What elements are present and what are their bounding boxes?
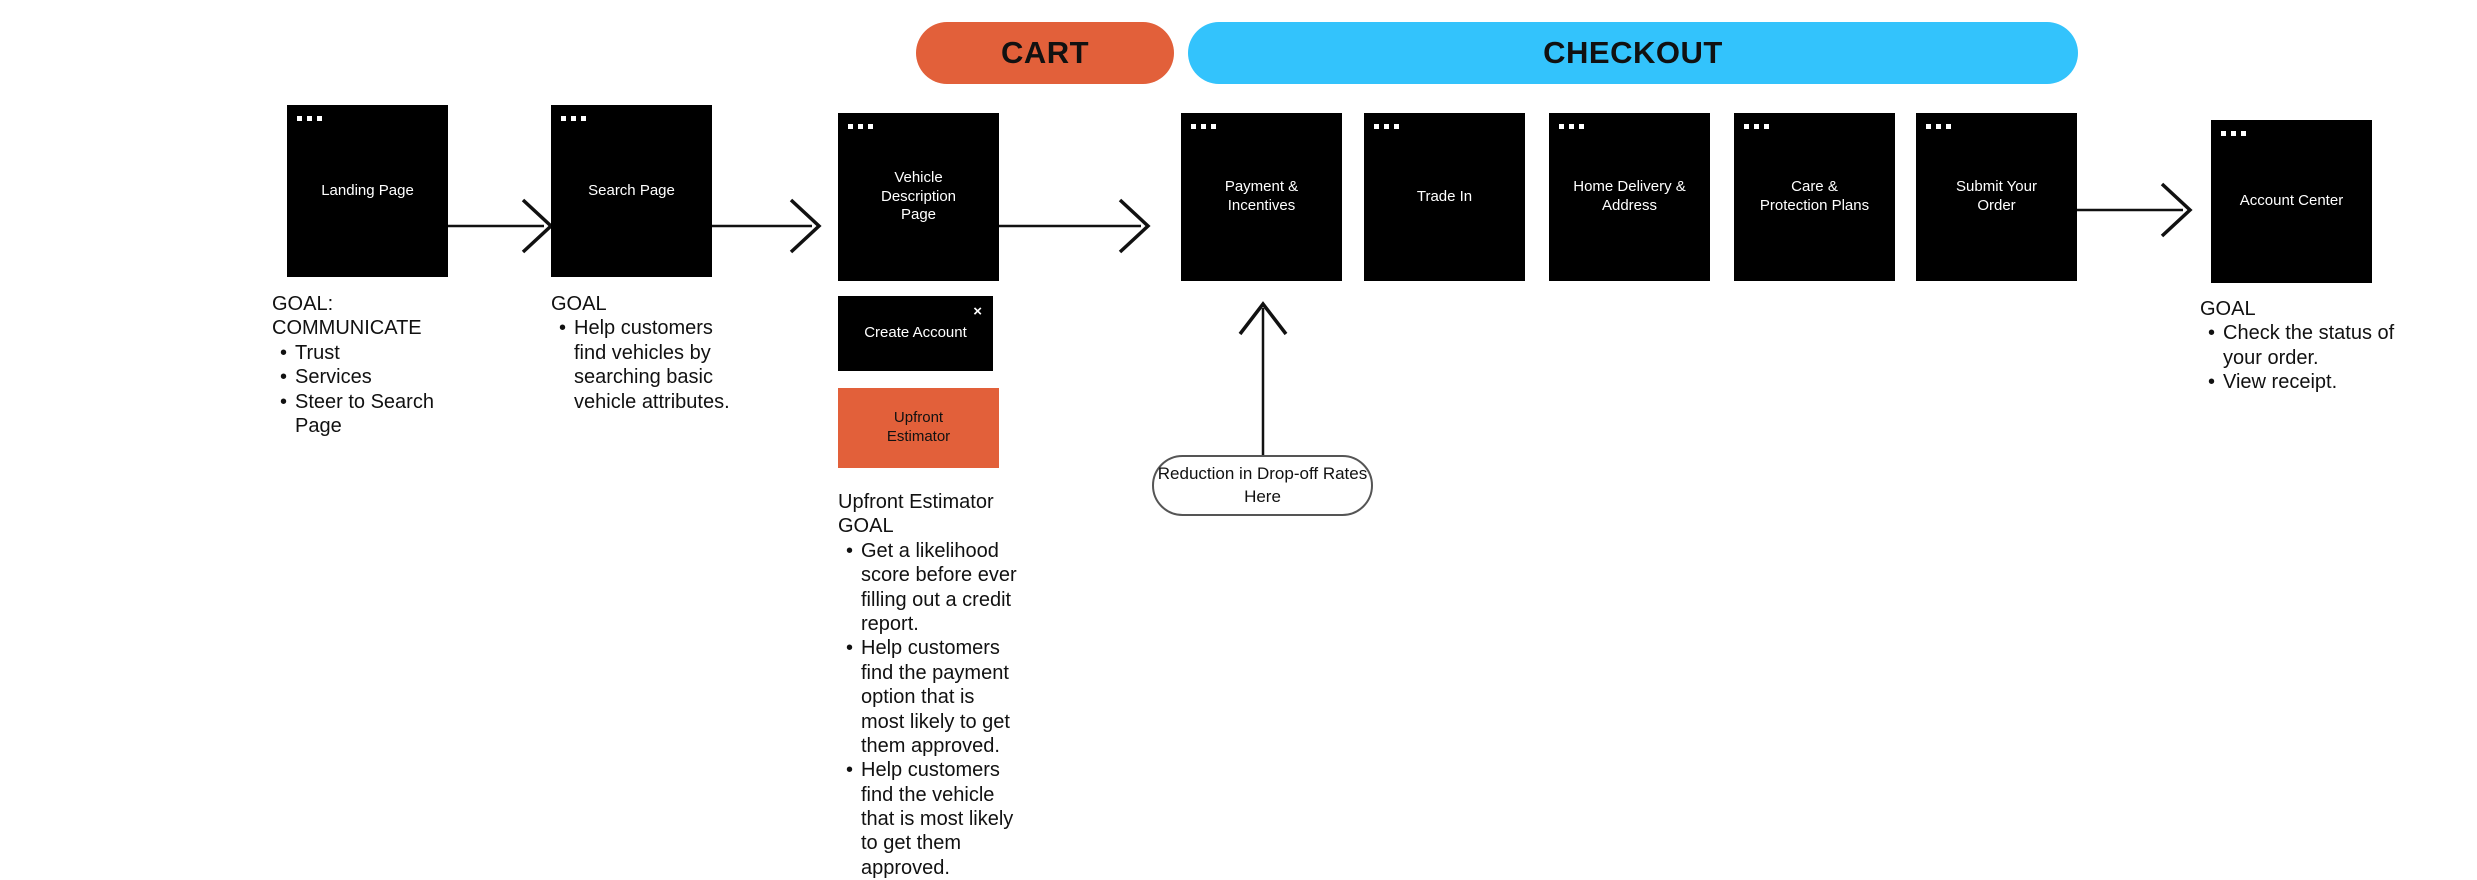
callout-pill-label: Reduction in Drop-off Rates Here <box>1157 464 1368 506</box>
window-dots-icon <box>1926 124 1951 129</box>
screen-card-upfront-estimator[interactable]: Upfront Estimator <box>838 388 999 468</box>
arrow-search-to-vdp <box>712 198 822 254</box>
phase-banner-checkout: CHECKOUT <box>1188 22 2078 84</box>
screen-card-label: Vehicle Description Page <box>880 168 957 224</box>
goal-bullet: View receipt. <box>2208 370 2400 395</box>
goal-bullet: Help customers find the payment option t… <box>846 636 1023 758</box>
screen-card-search-page[interactable]: Search Page <box>551 105 712 277</box>
screen-card-create-account[interactable]: × Create Account <box>838 296 993 371</box>
phase-banner-cart: CART <box>916 22 1174 84</box>
window-dots-icon <box>1374 124 1399 129</box>
goal-block-account-center: GOAL Check the status of your order. Vie… <box>2200 297 2400 395</box>
window-dots-icon <box>848 124 873 129</box>
goal-bullet-list: Check the status of your order. View rec… <box>2200 321 2400 395</box>
window-dots-icon <box>561 116 586 121</box>
screen-card-label: Care & Protection Plans <box>1759 178 1870 214</box>
callout-pill-drop-off-rates: Reduction in Drop-off Rates Here <box>1152 455 1373 516</box>
goal-bullet-list: Help customers find vehicles by searchin… <box>551 316 741 414</box>
screen-card-label: Submit Your Order <box>1956 178 2037 214</box>
goal-bullet: Help customers find vehicles by searchin… <box>559 316 741 414</box>
screen-card-care-protection-plans[interactable]: Care & Protection Plans <box>1734 113 1895 281</box>
screen-card-label: Create Account <box>864 324 967 342</box>
goal-bullet-list: Trust Services Steer to Search Page <box>272 341 482 439</box>
screen-card-label: Landing Page <box>321 181 414 199</box>
goal-bullet: Steer to Search Page <box>280 390 482 439</box>
window-dots-icon <box>1559 124 1584 129</box>
screen-card-label: Account Center <box>2239 192 2344 210</box>
screen-card-label: Payment & Incentives <box>1224 178 1299 214</box>
window-dots-icon <box>1744 124 1769 129</box>
goal-bullet: Get a likelihood score before ever filli… <box>846 539 1023 637</box>
window-dots-icon <box>297 116 322 121</box>
screen-card-account-center[interactable]: Account Center <box>2211 120 2372 283</box>
goal-bullet: Help customers find the vehicle that is … <box>846 758 1023 880</box>
screen-card-vehicle-description-page[interactable]: Vehicle Description Page <box>838 113 999 281</box>
screen-card-landing-page[interactable]: Landing Page <box>287 105 448 277</box>
goal-block-search: GOAL Help customers find vehicles by sea… <box>551 292 741 414</box>
window-dots-icon <box>1191 124 1216 129</box>
window-dots-icon <box>2221 131 2246 136</box>
screen-card-submit-your-order[interactable]: Submit Your Order <box>1916 113 2077 281</box>
arrow-vdp-to-payment <box>999 198 1151 254</box>
arrow-landing-to-search <box>448 198 554 254</box>
callout-up-arrow <box>1238 301 1288 456</box>
screen-card-label: Upfront Estimator <box>886 409 951 445</box>
goal-title: GOAL: COMMUNICATE <box>272 293 422 340</box>
screen-card-label: Search Page <box>588 181 675 199</box>
arrow-submit-to-account-center <box>2077 182 2193 238</box>
goal-bullet: Trust <box>280 341 482 366</box>
screen-card-label: Home Delivery & Address <box>1573 178 1686 214</box>
goal-title: Upfront Estimator GOAL <box>838 491 994 538</box>
goal-title: GOAL <box>2200 298 2256 320</box>
goal-block-upfront-estimator: Upfront Estimator GOAL Get a likelihood … <box>838 490 1023 880</box>
goal-title: GOAL <box>551 293 607 315</box>
goal-block-landing: GOAL: COMMUNICATE Trust Services Steer t… <box>272 292 482 438</box>
close-icon[interactable]: × <box>973 303 982 320</box>
screen-card-label: Trade In <box>1416 187 1473 205</box>
screen-card-trade-in[interactable]: Trade In <box>1364 113 1525 281</box>
goal-bullet-list: Get a likelihood score before ever filli… <box>838 539 1023 880</box>
screen-card-home-delivery-address[interactable]: Home Delivery & Address <box>1549 113 1710 281</box>
goal-bullet: Check the status of your order. <box>2208 321 2400 370</box>
screen-card-payment-incentives[interactable]: Payment & Incentives <box>1181 113 1342 281</box>
goal-bullet: Services <box>280 365 482 390</box>
